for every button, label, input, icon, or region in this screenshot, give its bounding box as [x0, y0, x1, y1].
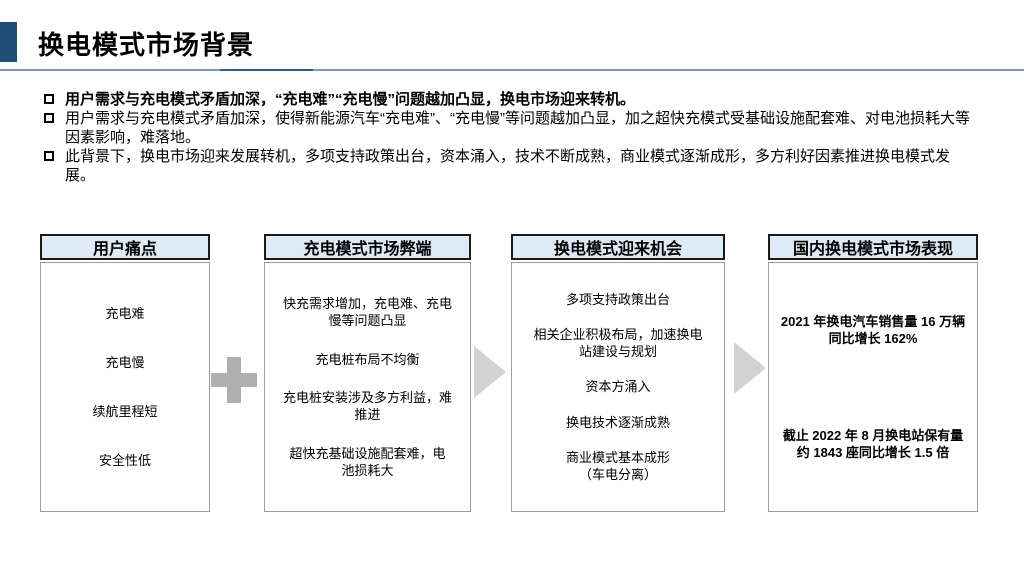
- box-body: 快充需求增加，充电难、充电 慢等问题凸显 充电桩布局不均衡 充电桩安装涉及多方利…: [264, 262, 471, 512]
- box-item: 多项支持政策出台: [565, 292, 670, 308]
- box-domestic-market-performance: 国内换电模式市场表现 2021 年换电汽车销售量 16 万辆 同比增长 162%…: [768, 234, 978, 512]
- arrow-right-icon: [734, 342, 766, 394]
- box-item: 充电桩布局不均衡: [315, 351, 420, 367]
- box-item: 换电技术逐渐成熟: [565, 414, 670, 430]
- bullet-text: 此背景下，换电市场迎来发展转机，多项支持政策出台，资本涌入，技术不断成熟，商业模…: [65, 148, 951, 184]
- title-divider-line: [0, 69, 1024, 71]
- box-item: 安全性低: [98, 453, 151, 468]
- plus-icon: [211, 357, 257, 403]
- box-item: 快充需求增加，充电难、充电 慢等问题凸显: [282, 295, 452, 328]
- bullet-item: 用户需求与充电模式矛盾加深，“充电难”“充电慢”问题越加凸显，换电市场迎来转机。: [44, 90, 978, 109]
- box-body: 多项支持政策出台 相关企业积极布局，加速换电 站建设与规划 资本方涌入 换电技术…: [511, 262, 725, 512]
- box-item: 充电难: [105, 306, 145, 321]
- square-bullet-icon: [44, 113, 54, 123]
- box-swap-mode-opportunities: 换电模式迎来机会 多项支持政策出台 相关企业积极布局，加速换电 站建设与规划 资…: [511, 234, 725, 512]
- box-body: 2021 年换电汽车销售量 16 万辆 同比增长 162% 截止 2022 年 …: [768, 262, 978, 512]
- box-item: 2021 年换电汽车销售量 16 万辆 同比增长 162%: [780, 314, 966, 346]
- box-item: 充电慢: [105, 355, 145, 370]
- box-item: 商业模式基本成形 （车电分离）: [565, 449, 670, 482]
- box-user-pain-points: 用户痛点 充电难 充电慢 续航里程短 安全性低: [40, 234, 210, 512]
- bullet-item: 用户需求与充电模式矛盾加深，使得新能源汽车“充电难”、“充电慢”等问题越加凸显，…: [44, 109, 978, 147]
- bullet-item: 此背景下，换电市场迎来发展转机，多项支持政策出台，资本涌入，技术不断成熟，商业模…: [44, 147, 978, 185]
- square-bullet-icon: [44, 151, 54, 161]
- box-header: 换电模式迎来机会: [511, 234, 725, 260]
- box-header: 充电模式市场弊端: [264, 234, 471, 260]
- bullet-list: 用户需求与充电模式矛盾加深，“充电难”“充电慢”问题越加凸显，换电市场迎来转机。…: [44, 90, 978, 185]
- box-body: 充电难 充电慢 续航里程短 安全性低: [40, 262, 210, 512]
- title-divider-dark-segment: [220, 69, 313, 71]
- box-item: 续航里程短: [92, 404, 158, 419]
- box-item: 超快充基础设施配套难，电 池损耗大: [289, 446, 446, 479]
- box-charging-mode-drawbacks: 充电模式市场弊端 快充需求增加，充电难、充电 慢等问题凸显 充电桩布局不均衡 充…: [264, 234, 471, 512]
- bullet-text: 用户需求与充电模式矛盾加深，使得新能源汽车“充电难”、“充电慢”等问题越加凸显，…: [65, 110, 970, 146]
- box-header: 用户痛点: [40, 234, 210, 260]
- arrow-right-icon: [474, 346, 506, 398]
- square-bullet-icon: [44, 94, 54, 104]
- page-title: 换电模式市场背景: [38, 30, 255, 60]
- title-accent-square: [0, 22, 17, 62]
- box-item: 相关企业积极布局，加速换电 站建设与规划: [533, 327, 703, 360]
- box-item: 充电桩安装涉及多方利益，难 推进: [282, 390, 452, 423]
- box-header: 国内换电模式市场表现: [768, 234, 978, 260]
- bullet-text: 用户需求与充电模式矛盾加深，“充电难”“充电慢”问题越加凸显，换电市场迎来转机。: [65, 91, 636, 108]
- box-item: 截止 2022 年 8 月换电站保有量 约 1843 座同比增长 1.5 倍: [782, 428, 964, 460]
- box-item: 资本方涌入: [585, 379, 651, 395]
